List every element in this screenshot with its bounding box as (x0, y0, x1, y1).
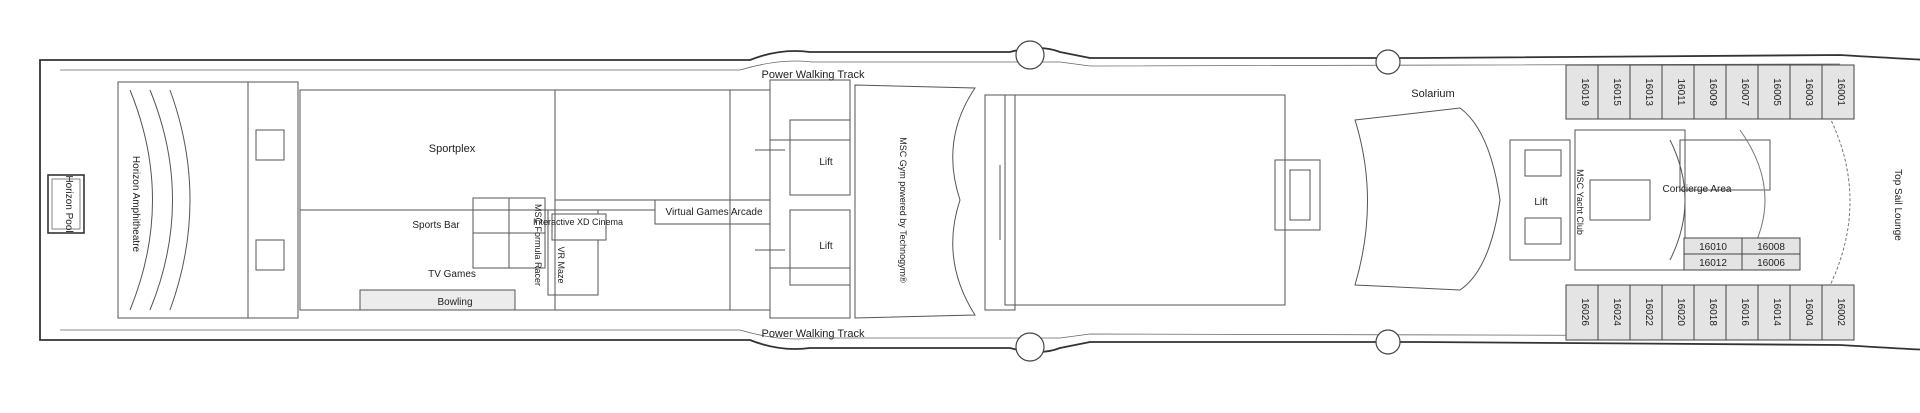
bowling-label: Bowling (437, 297, 472, 308)
lift-upper-label: Lift (819, 157, 833, 168)
vr-maze-label: VR Maze (556, 246, 566, 283)
cabin-16001: 16001 (1835, 78, 1846, 106)
amphitheatre-structure (117, 81, 299, 319)
funnel-bottom-left (1015, 332, 1045, 362)
lift-aft-label: Lift (1534, 197, 1548, 208)
cabins-top (1565, 64, 1855, 120)
cabin-16005: 16005 (1771, 78, 1782, 106)
top-sail-lounge-label: Top Sail Lounge (1892, 169, 1903, 241)
cabin-16012: 16012 (1699, 258, 1727, 269)
cabin-16016: 16016 (1739, 298, 1750, 326)
cabin-16009: 16009 (1707, 78, 1718, 106)
hull-outline (39, 47, 1920, 353)
cabin-16022: 16022 (1643, 298, 1654, 326)
msc-formula-racer-label: MSC Formula Racer (533, 204, 543, 286)
cabin-16013: 16013 (1643, 78, 1654, 106)
power-walking-track-top-label: Power Walking Track (762, 69, 865, 81)
lift-lower-label: Lift (819, 241, 833, 252)
msc-yacht-club-label: MSC Yacht Club (1575, 169, 1585, 235)
cabin-16007: 16007 (1739, 78, 1750, 106)
horizon-pool-inner (51, 178, 81, 230)
cabin-16011: 16011 (1675, 78, 1686, 106)
funnel-bottom-right (1375, 329, 1401, 355)
funnel-top-right (1375, 49, 1401, 75)
solarium-label: Solarium (1411, 88, 1454, 100)
sports-bar-label: Sports Bar (412, 220, 460, 231)
cabin-16018: 16018 (1707, 298, 1718, 326)
interactive-xd-cinema-label: Interactive XD Cinema (533, 217, 623, 227)
cabin-16003: 16003 (1803, 78, 1814, 106)
power-walking-track-bottom-label: Power Walking Track (762, 328, 865, 340)
tv-games-label: TV Games (428, 269, 476, 280)
msc-gym-label: MSC Gym powered by Technogym® (898, 137, 908, 283)
arcade-structure (554, 89, 771, 311)
concierge-area-label: Concierge Area (1663, 184, 1732, 195)
cabins-bottom (1565, 284, 1855, 341)
cabin-16004: 16004 (1803, 298, 1814, 326)
gym-area (854, 84, 976, 319)
cabins-middle (1683, 237, 1801, 271)
cabin-16010: 16010 (1699, 242, 1727, 253)
cabin-16024: 16024 (1611, 298, 1622, 326)
cabin-16019: 16019 (1579, 78, 1590, 106)
cabin-16020: 16020 (1675, 298, 1686, 326)
cabin-16008: 16008 (1757, 242, 1785, 253)
sportplex-label: Sportplex (429, 143, 476, 155)
cabin-16026: 16026 (1579, 298, 1590, 326)
solarium-area (1354, 107, 1501, 291)
cabin-16002: 16002 (1835, 298, 1846, 326)
lift-banks (755, 79, 851, 319)
cabin-16015: 16015 (1611, 78, 1622, 106)
cabin-16006: 16006 (1757, 258, 1785, 269)
horizon-pool-box (47, 174, 85, 234)
horizon-pool-label: Horizon Pool (63, 175, 74, 232)
virtual-games-arcade-label: Virtual Games Arcade (665, 207, 763, 218)
funnel-top-left (1015, 40, 1045, 70)
horizon-amphitheatre-label: Horizon Amphitheatre (130, 156, 141, 253)
midship-structure (984, 94, 1321, 311)
cabin-16014: 16014 (1771, 298, 1782, 326)
